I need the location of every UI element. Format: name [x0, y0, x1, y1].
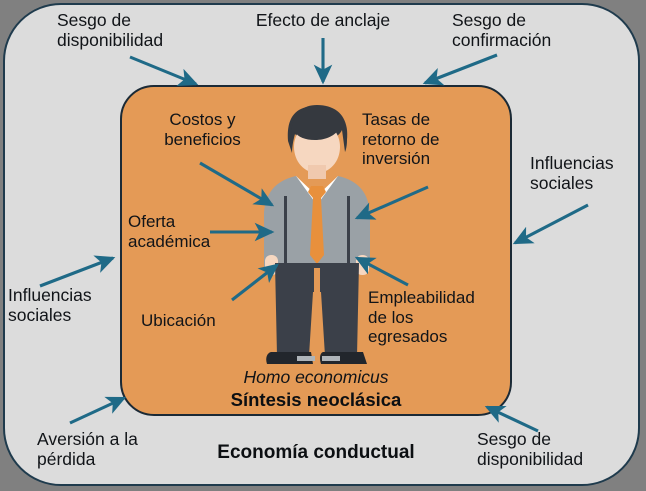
caption-economia-conductual: Economía conductual: [217, 442, 415, 463]
label-sesgo-disponibilidad-top: Sesgo de disponibilidad: [57, 10, 202, 51]
label-empleabilidad-egresados: Empleabilidad de los egresados: [368, 288, 500, 347]
label-line: sociales: [530, 173, 594, 194]
label-line: Sesgo de: [452, 10, 526, 30]
caption-homo-economicus: Homo economicus: [243, 367, 389, 387]
label-tasas-retorno-inversion: Tasas de retorno de inversión: [362, 110, 480, 169]
label-line: Influencias: [530, 153, 614, 173]
label-costos-beneficios: Costos y beneficios: [140, 110, 265, 149]
label-line: sociales: [8, 305, 72, 326]
label-line: egresados: [368, 327, 448, 347]
label-line: Empleabilidad: [368, 288, 475, 307]
label-line: inversión: [362, 149, 431, 169]
label-influencias-sociales-left: Influencias sociales: [8, 285, 120, 326]
label-line: de los: [368, 307, 414, 327]
label-line: Efecto de anclaje: [255, 10, 391, 30]
label-line: retorno de: [362, 129, 440, 149]
label-line: disponibilidad: [477, 449, 584, 470]
label-line: Influencias: [8, 285, 92, 305]
label-ubicacion: Ubicación: [141, 311, 251, 331]
label-line: disponibilidad: [57, 30, 164, 51]
label-line: Aversión a la: [37, 429, 138, 449]
caption-sintesis-neoclasica: Síntesis neoclásica: [230, 389, 402, 410]
label-line: Ubicación: [141, 311, 216, 330]
label-influencias-sociales-right: Influencias sociales: [530, 153, 642, 194]
label-line: confirmación: [452, 30, 552, 51]
label-line: Tasas de: [362, 110, 431, 129]
label-sesgo-confirmacion: Sesgo de confirmación: [452, 10, 602, 51]
label-sesgo-disponibilidad-bottom: Sesgo de disponibilidad: [477, 429, 622, 470]
label-line: Costos y: [169, 110, 236, 129]
label-line: Oferta: [128, 212, 176, 231]
label-line: Sesgo de: [477, 429, 551, 449]
label-line: pérdida: [37, 449, 96, 470]
label-oferta-academica: Oferta académica: [128, 212, 238, 251]
label-line: beneficios: [164, 129, 241, 149]
label-line: académica: [128, 231, 211, 251]
label-efecto-anclaje: Efecto de anclaje: [238, 10, 408, 30]
label-line: Sesgo de: [57, 10, 131, 30]
label-aversion-perdida: Aversión a la pérdida: [37, 429, 169, 470]
